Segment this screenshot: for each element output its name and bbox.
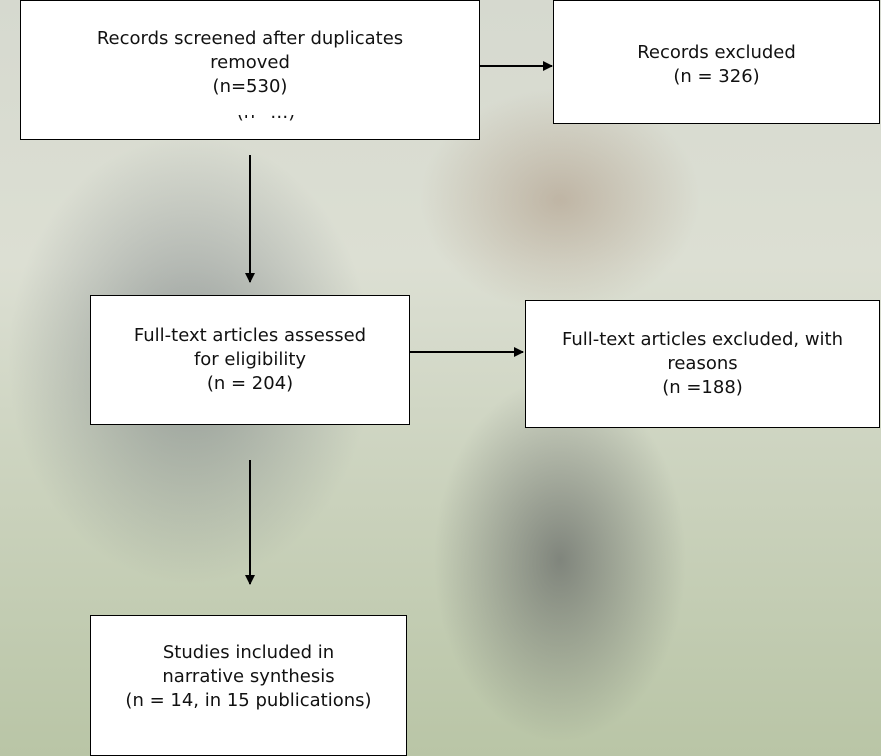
- records-excluded-box: Records excluded (n = 326): [553, 0, 880, 124]
- fulltext-assessed-count: (n = 204): [206, 373, 294, 394]
- records-excluded-label: Records excluded: [637, 42, 796, 63]
- fulltext-assessed-line2: for eligibility: [193, 349, 307, 370]
- fulltext-excluded-line1: Full-text articles excluded, with: [561, 329, 844, 350]
- records-excluded-count: (n = 326): [673, 66, 760, 87]
- studies-included-line2: narrative synthesis: [162, 666, 335, 687]
- fulltext-excluded-count: (n =188): [662, 377, 743, 398]
- records-screened-count: (n=530): [212, 76, 288, 97]
- studies-included-count: (n = 14, in 15 publications): [125, 690, 372, 711]
- fulltext-excluded-line2: reasons: [667, 353, 738, 374]
- records-screened-line2: removed: [210, 52, 290, 73]
- records-screened-line4: (n=…): [236, 115, 296, 123]
- studies-included-box: Studies included in narrative synthesis …: [90, 615, 407, 756]
- records-screened-clipped-text: (n=…): [236, 115, 296, 123]
- records-screened-line1: Records screened after duplicates: [96, 28, 404, 49]
- fulltext-assessed-line1: Full-text articles assessed: [133, 325, 367, 346]
- studies-included-line1: Studies included in: [162, 642, 335, 663]
- records-screened-box: Records screened after duplicates remove…: [20, 0, 480, 140]
- fulltext-assessed-box: Full-text articles assessed for eligibil…: [90, 295, 410, 425]
- fulltext-excluded-box: Full-text articles excluded, with reason…: [525, 300, 880, 428]
